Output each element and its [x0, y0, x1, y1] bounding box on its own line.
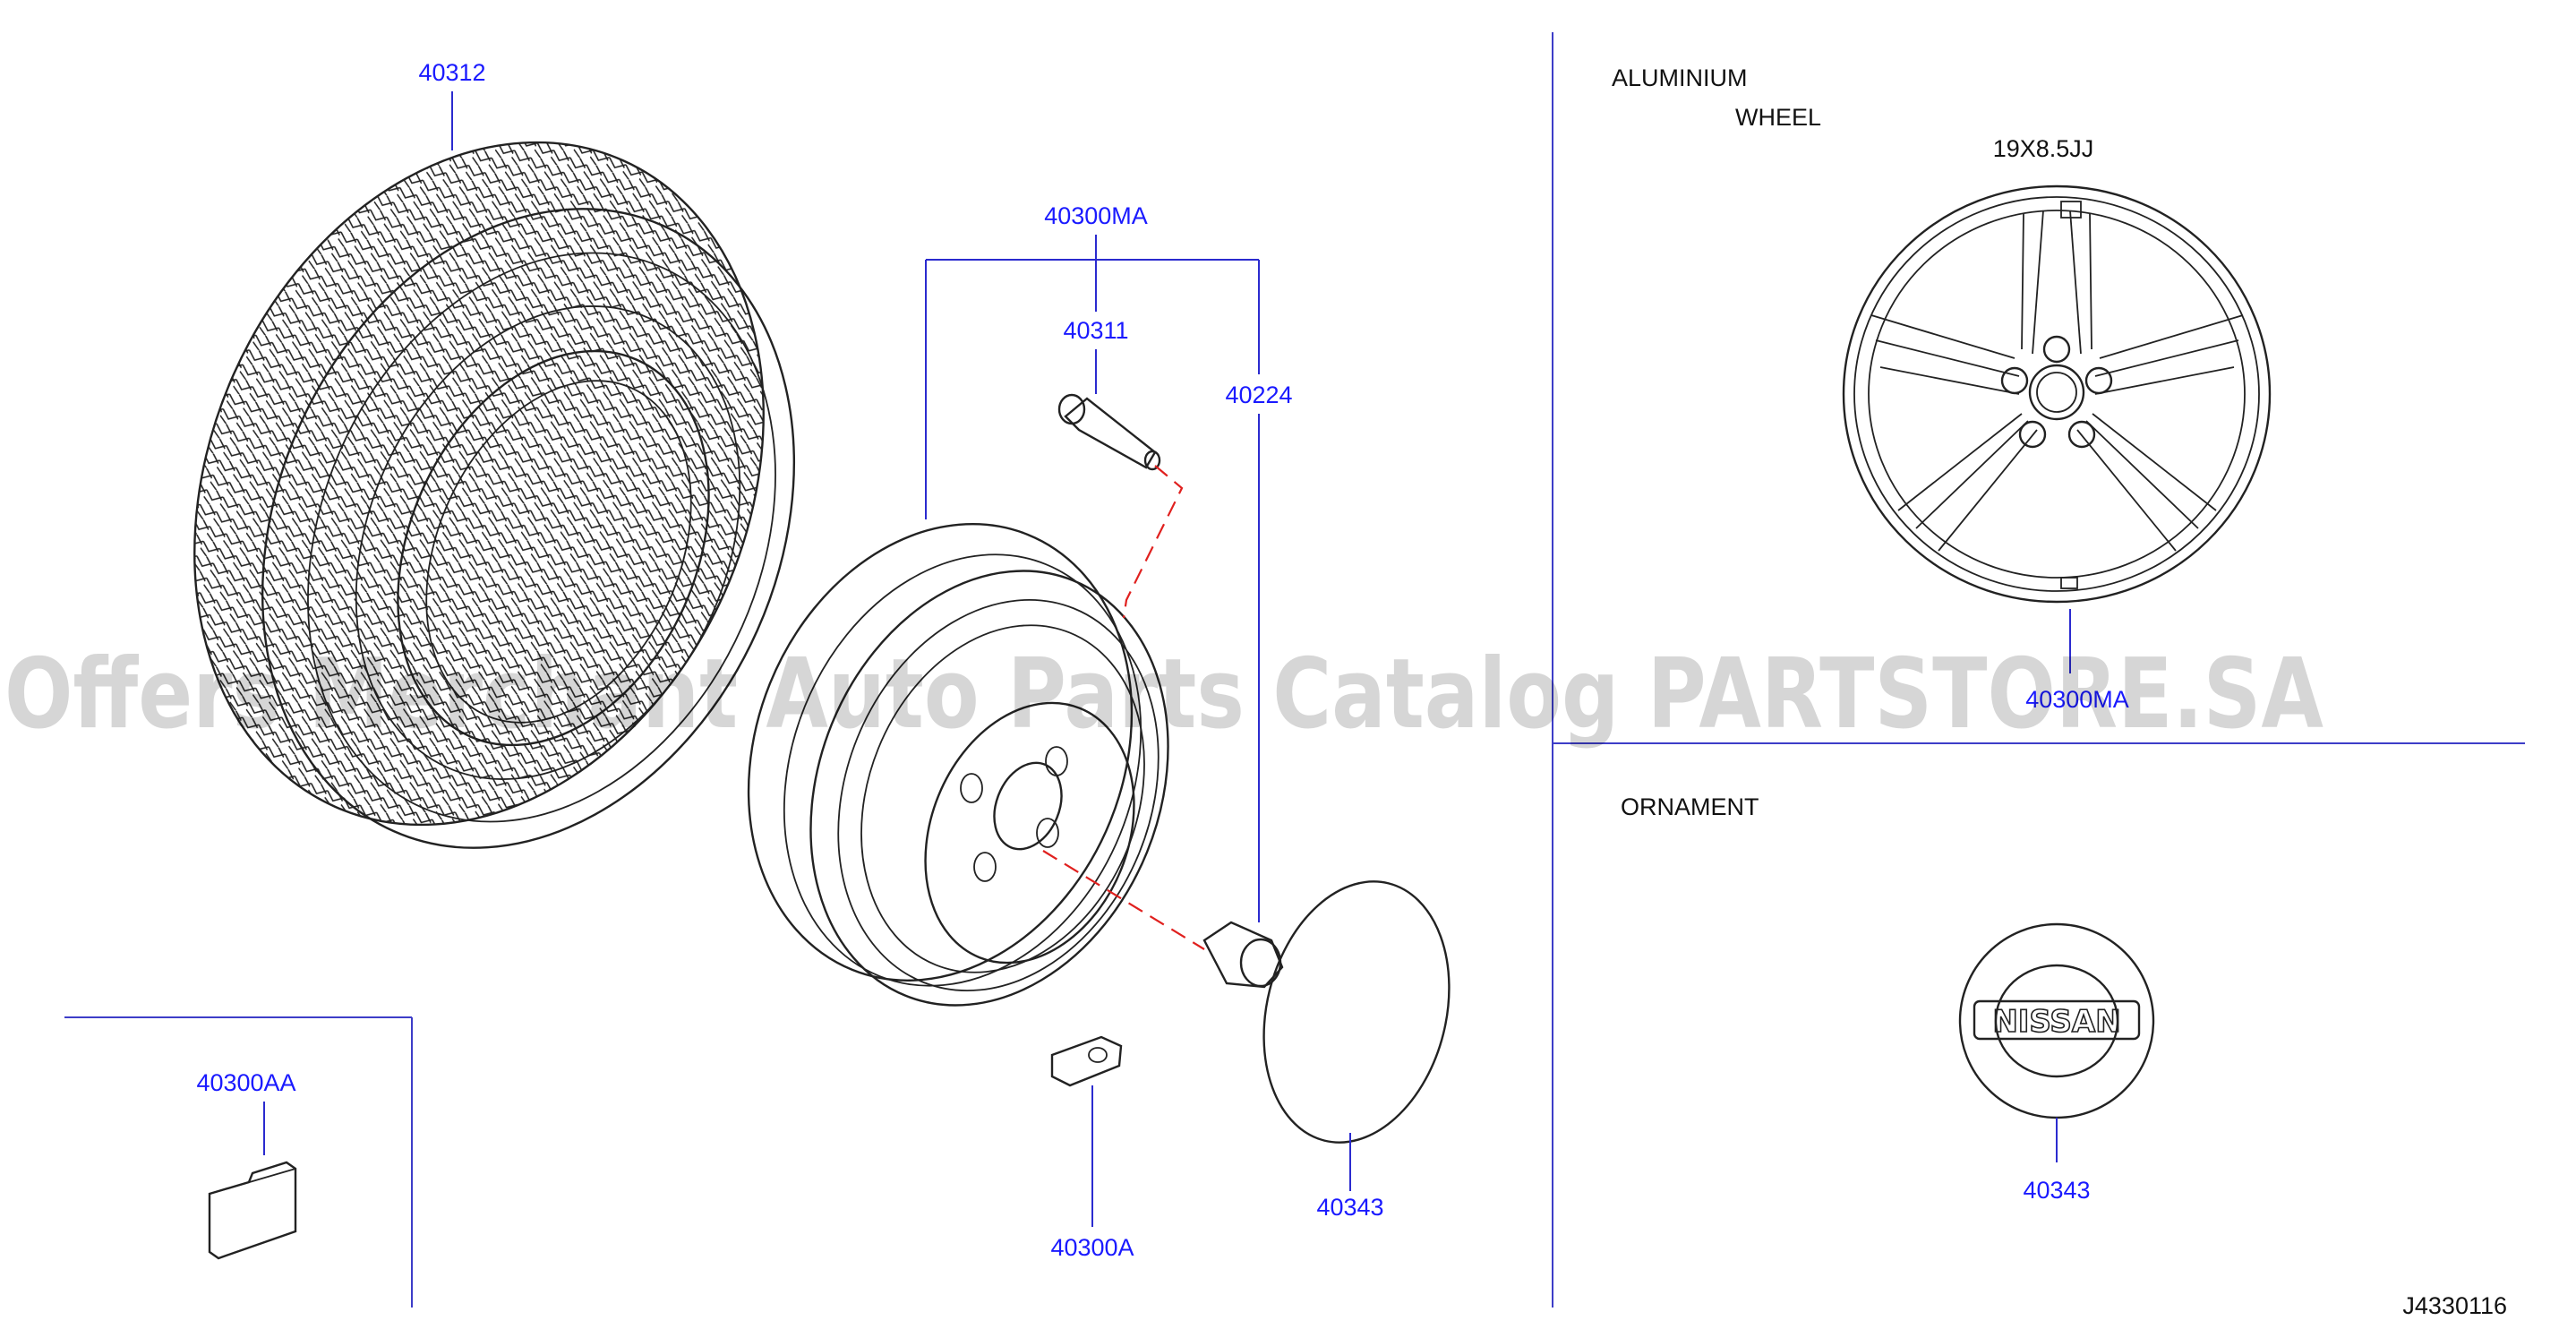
- label-spare-part[interactable]: 40300AA: [196, 1069, 295, 1096]
- part-labels: 40312 40300MA 40311 40224 40300A 40343 4…: [196, 59, 2128, 1261]
- label-alloy-wheel[interactable]: 40300MA: [2025, 686, 2129, 713]
- nut-drawing: [1202, 921, 1284, 989]
- tire-drawing: [193, 141, 795, 849]
- cap-drawing: [1262, 880, 1451, 1144]
- label-tire[interactable]: 40312: [418, 59, 485, 86]
- leader-lines: [263, 91, 2071, 1227]
- ornament-drawing: NISSAN: [1958, 922, 2155, 1119]
- balance-weight-drawing: [1050, 1035, 1123, 1087]
- watermark: Offers Merchant Auto Parts Catalog PARTS…: [4, 639, 2324, 750]
- caption-aluminium: ALUMINIUM: [1612, 64, 1748, 91]
- diagram-id: J4330116: [2402, 1292, 2507, 1319]
- label-nut[interactable]: 40224: [1225, 382, 1292, 408]
- spare-part-drawing: [208, 1161, 297, 1260]
- label-wheel-assembly[interactable]: 40300MA: [1044, 202, 1148, 229]
- caption-wheel-size: 19X8.5JJ: [1993, 135, 2094, 162]
- caption-wheel: WHEEL: [1735, 104, 1821, 131]
- alloy-wheel-drawing: [1842, 184, 2272, 604]
- emblem-text: NISSAN: [1992, 1004, 2120, 1040]
- captions: ALUMINIUM WHEEL 19X8.5JJ ORNAMENT J43301…: [1612, 64, 2507, 1319]
- label-ornament[interactable]: 40343: [2023, 1177, 2090, 1204]
- caption-ornament: ORNAMENT: [1621, 793, 1759, 820]
- valve-drawing: [1057, 393, 1161, 471]
- label-valve[interactable]: 40311: [1063, 317, 1128, 344]
- assembly-paths: [1042, 465, 1205, 950]
- label-cap[interactable]: 40343: [1316, 1194, 1383, 1221]
- label-balance-weight[interactable]: 40300A: [1050, 1234, 1134, 1261]
- steel-wheel-drawing: [747, 523, 1169, 1007]
- section-dividers: [64, 32, 2525, 1308]
